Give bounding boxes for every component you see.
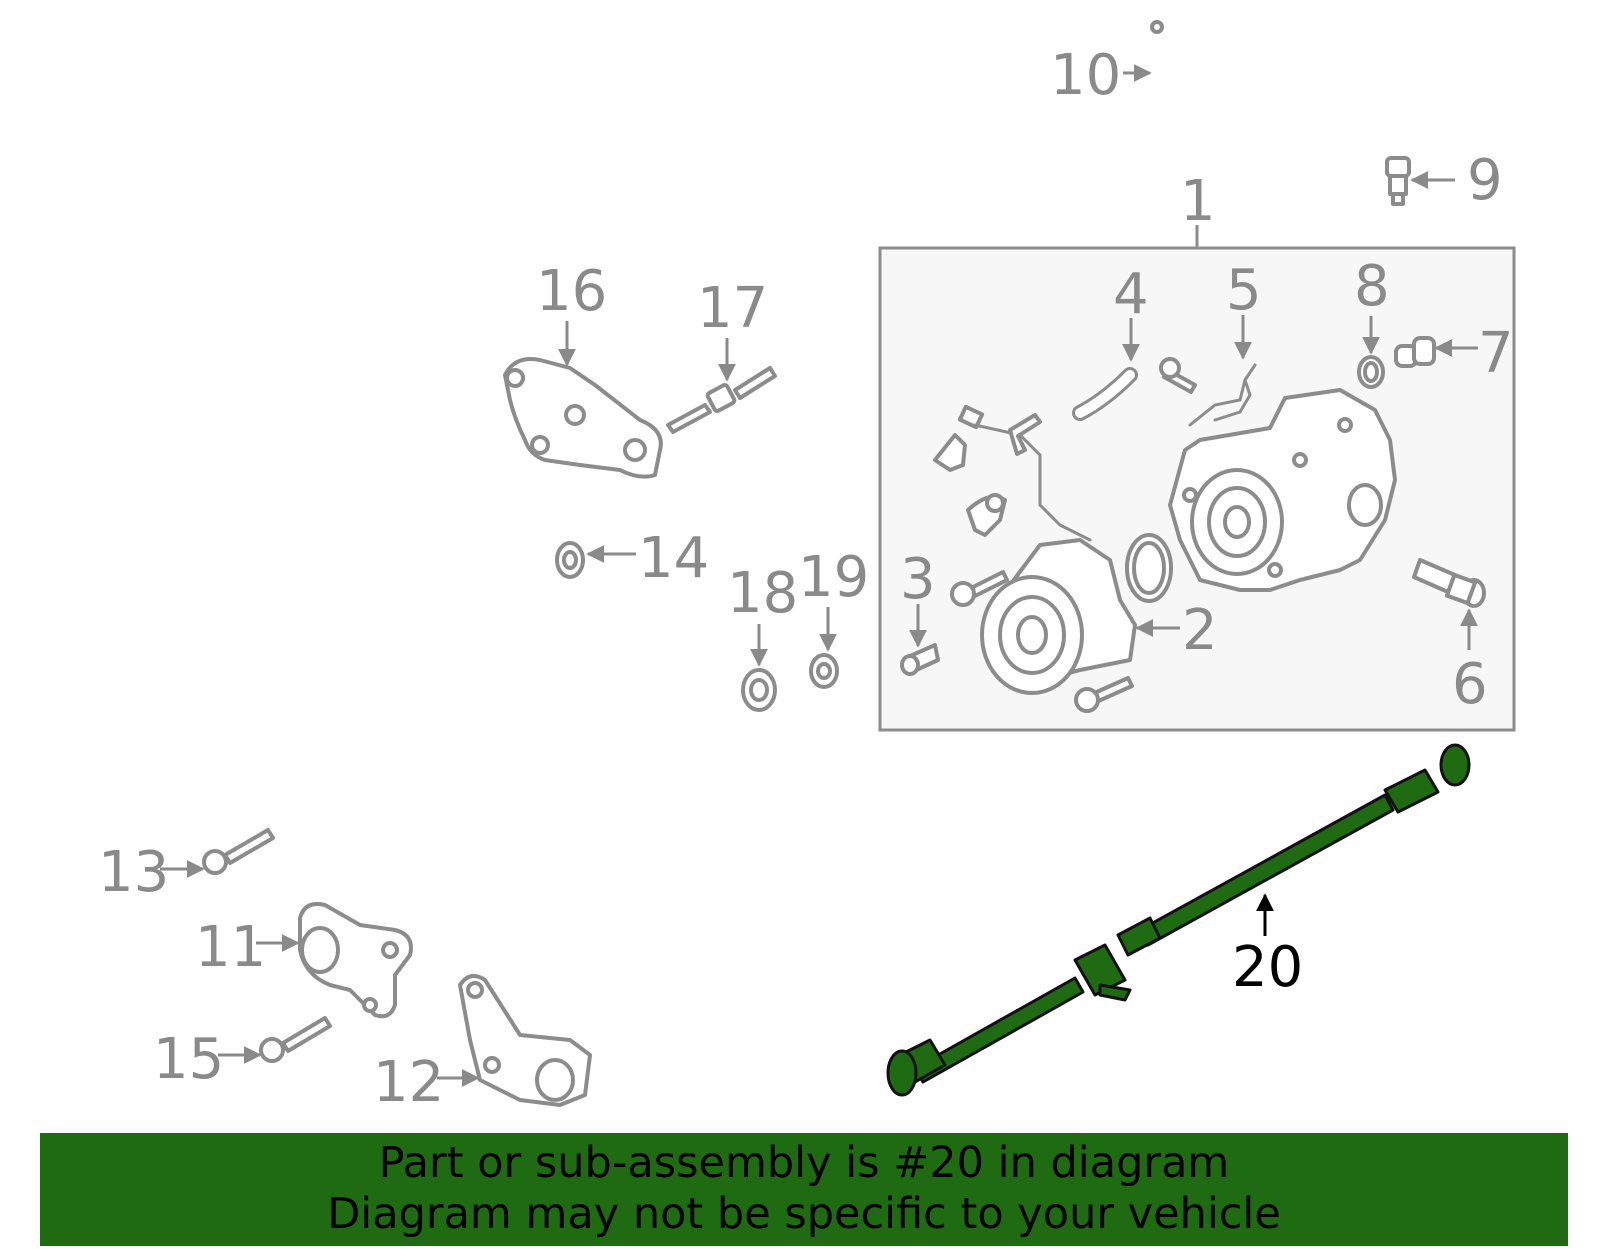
label-11: 11 [195, 915, 266, 980]
label-3: 3 [900, 547, 936, 612]
bolt-cover-lower[interactable] [1074, 676, 1134, 713]
label-15: 15 [153, 1027, 224, 1092]
mount-bracket-12[interactable] [458, 974, 592, 1107]
clip-upper[interactable] [933, 433, 967, 472]
driveshaft-bracket [1098, 983, 1132, 1002]
nut-14[interactable] [555, 541, 585, 579]
driveshaft-slip-joint [1116, 916, 1162, 957]
label-7: 7 [1478, 321, 1514, 386]
label-4: 4 [1113, 262, 1149, 327]
hose-4[interactable] [1072, 367, 1138, 421]
o-ring-8[interactable] [1357, 355, 1385, 389]
label-17: 17 [697, 276, 768, 341]
driveshaft-front-flange [886, 1049, 918, 1097]
nut-19[interactable] [809, 653, 839, 689]
mount-bracket-11[interactable] [298, 901, 413, 1019]
label-14: 14 [638, 526, 709, 591]
label-19: 19 [798, 545, 869, 610]
clip-lower[interactable] [966, 493, 1007, 537]
bolt-3[interactable] [900, 643, 940, 676]
label-18: 18 [727, 561, 798, 626]
bracket-5[interactable] [1188, 363, 1257, 427]
banner-line-2: Diagram may not be specific to your vehi… [327, 1189, 1281, 1239]
label-20: 20 [1232, 935, 1303, 1000]
label-1: 1 [1180, 169, 1216, 234]
banner-line-1: Part or sub-assembly is #20 in diagram [378, 1138, 1230, 1188]
label-16: 16 [536, 259, 607, 324]
breather-tube[interactable] [1150, 20, 1339, 234]
info-banner: Part or sub-assembly is #20 in diagram D… [40, 1133, 1568, 1246]
differential-housing[interactable] [1168, 388, 1397, 592]
plug-7[interactable] [1394, 336, 1436, 368]
label-8: 8 [1354, 254, 1390, 319]
label-12: 12 [373, 1050, 444, 1115]
gasket[interactable] [1125, 533, 1173, 603]
bolt-15[interactable] [259, 1016, 332, 1063]
label-2: 2 [1182, 598, 1218, 663]
label-5: 5 [1226, 258, 1262, 323]
label-10: 10 [1050, 43, 1121, 108]
driveshaft-rear-flange [1439, 743, 1471, 787]
label-6: 6 [1452, 652, 1488, 717]
washer-18[interactable] [741, 668, 777, 712]
label-13: 13 [98, 840, 169, 905]
driveshaft-20[interactable] [886, 743, 1471, 1097]
bolt-small-1[interactable] [1159, 357, 1197, 394]
stud-17[interactable] [666, 366, 777, 434]
label-9: 9 [1467, 148, 1503, 213]
elbow-fitting[interactable] [1008, 413, 1042, 456]
driveshaft-rear-joint [1383, 768, 1440, 814]
bolt-cover-upper[interactable] [950, 570, 1009, 607]
vent-plug[interactable] [1385, 156, 1411, 206]
mount-bracket-16[interactable] [503, 357, 663, 479]
driveshaft-center-bearing [1073, 943, 1127, 997]
bolt-13[interactable] [202, 828, 275, 875]
cover-assembly-2[interactable] [980, 538, 1137, 695]
sensor-6[interactable] [1412, 558, 1486, 608]
